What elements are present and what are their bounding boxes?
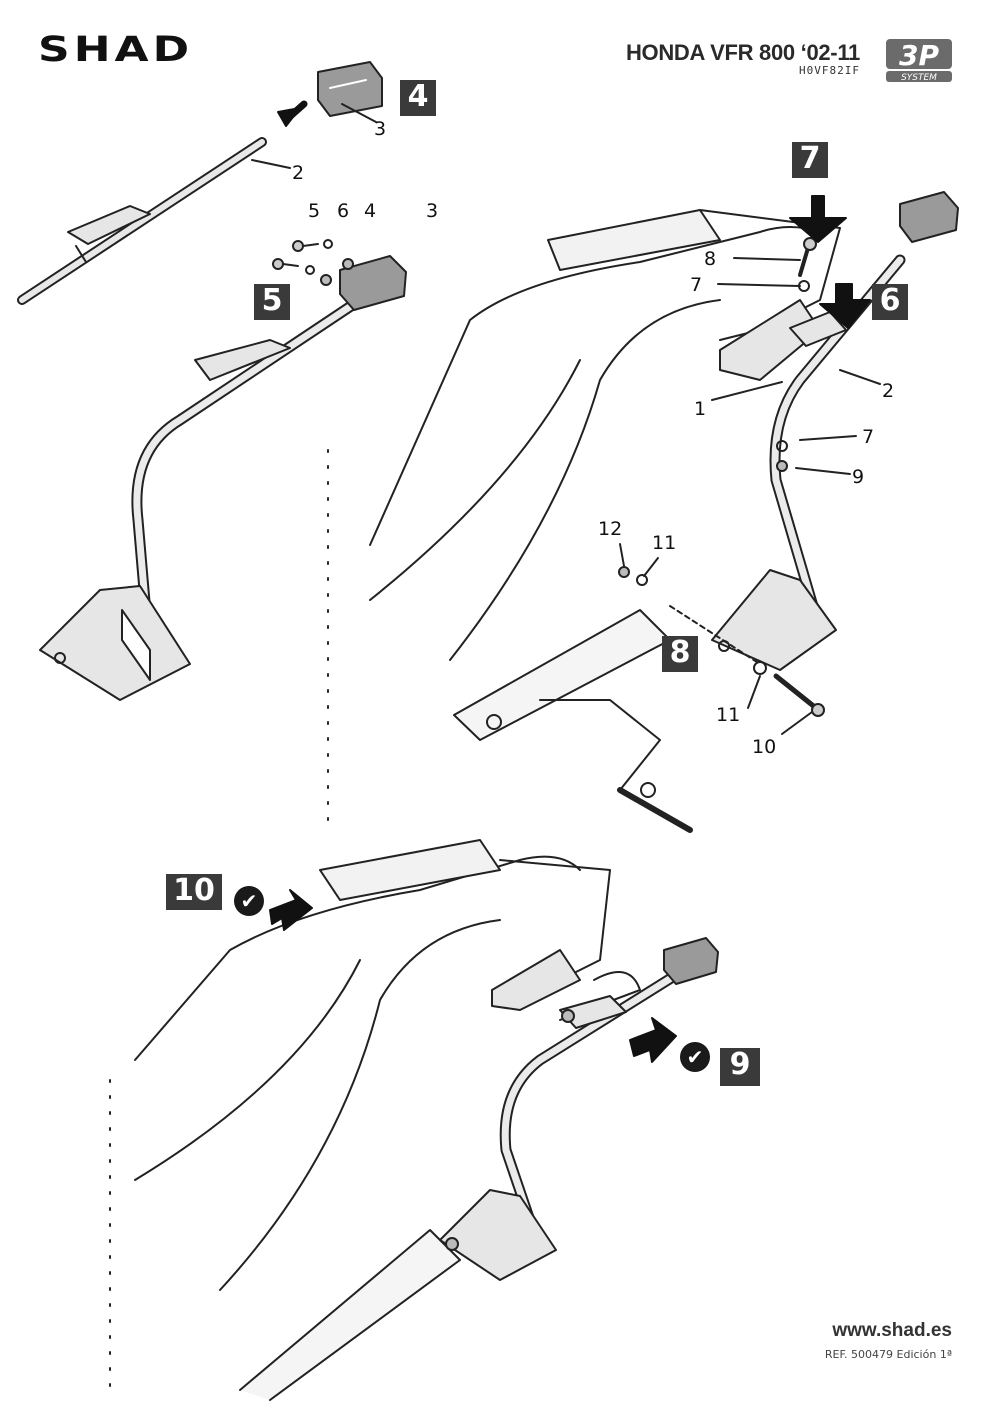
bolt-set-right bbox=[618, 237, 825, 717]
arrow-step10-icon bbox=[269, 889, 313, 931]
step-9-badge: 9 bbox=[720, 1048, 760, 1086]
rack-frame-left bbox=[39, 255, 407, 701]
end-cap-part-3-top bbox=[317, 61, 383, 117]
check-step9-icon: ✔ bbox=[680, 1042, 710, 1072]
down-arrow-step6-icon bbox=[819, 283, 871, 329]
callout-3-mid: 3 bbox=[426, 200, 439, 222]
callout-12: 12 bbox=[598, 518, 623, 540]
callout-1: 1 bbox=[694, 398, 707, 420]
rail-part-2-top bbox=[17, 137, 267, 305]
step-10-badge: 10 bbox=[166, 874, 222, 910]
brand-logo: SHAD bbox=[38, 30, 194, 70]
check-step10-icon: ✔ bbox=[234, 886, 264, 916]
down-arrow-step7-icon bbox=[789, 195, 847, 243]
callout-8: 8 bbox=[704, 248, 717, 270]
step-4-badge: 4 bbox=[400, 80, 436, 116]
model-title: HONDA VFR 800 ‘02-11 bbox=[625, 40, 860, 65]
callout-11-lower: 11 bbox=[716, 704, 741, 726]
3p-system-badge: 3P SYSTEM bbox=[886, 39, 952, 83]
rack-frame-right bbox=[711, 191, 959, 671]
motorcycle-rear-bottom bbox=[134, 839, 641, 1401]
website-link[interactable]: www.shad.es bbox=[832, 1320, 952, 1341]
bolt-set-5-6-4 bbox=[272, 239, 354, 286]
badge-sub-text: SYSTEM bbox=[901, 73, 937, 83]
rack-frame-bottom bbox=[439, 937, 719, 1281]
callout-7-top: 7 bbox=[690, 274, 703, 296]
step-8-badge: 8 bbox=[662, 636, 698, 672]
badge-main-text: 3P bbox=[899, 39, 939, 72]
model-code: H0VF82IF bbox=[799, 64, 860, 77]
motorcycle-rear-top bbox=[369, 209, 841, 833]
callout-5: 5 bbox=[308, 200, 321, 222]
callout-3-top: 3 bbox=[374, 118, 387, 140]
callout-10: 10 bbox=[752, 736, 777, 758]
step-5-badge: 5 bbox=[254, 284, 290, 320]
callout-7-lower: 7 bbox=[862, 426, 875, 448]
reference-number: REF. 500479 Edición 1ª bbox=[824, 1348, 952, 1361]
callout-11-upper: 11 bbox=[652, 532, 677, 554]
callout-6: 6 bbox=[337, 200, 350, 222]
step-6-badge: 6 bbox=[872, 284, 908, 320]
step-7-badge: 7 bbox=[792, 142, 828, 178]
callout-9: 9 bbox=[852, 466, 865, 488]
callout-2-right: 2 bbox=[882, 380, 895, 402]
callout-4: 4 bbox=[364, 200, 377, 222]
callout-2-top: 2 bbox=[292, 162, 305, 184]
arrow-step9-icon bbox=[629, 1017, 677, 1063]
